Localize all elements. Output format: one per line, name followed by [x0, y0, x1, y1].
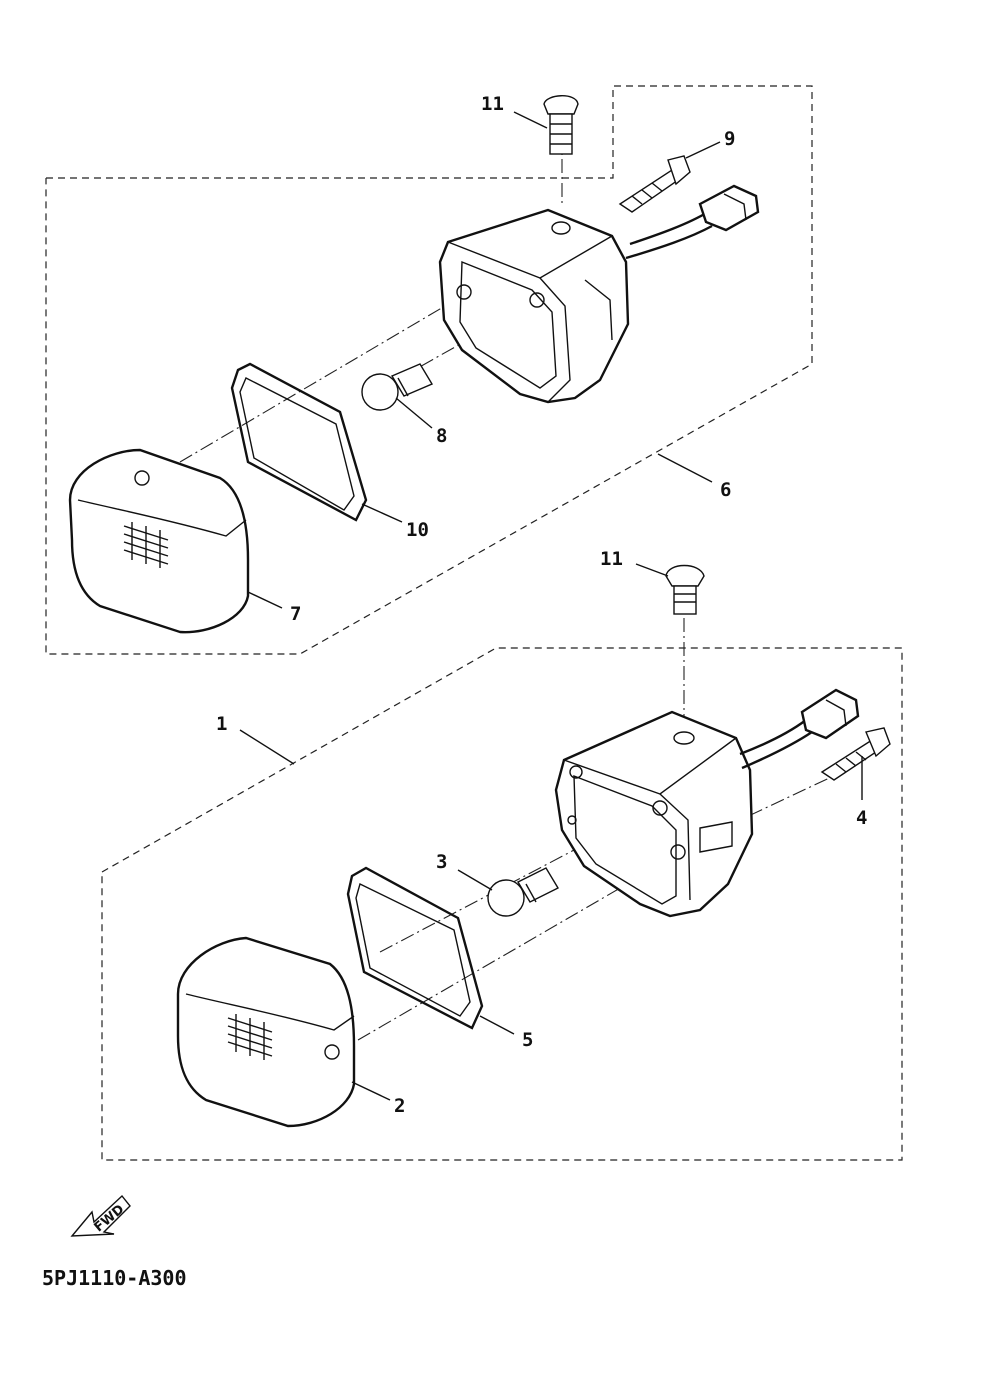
bulb-8 — [361, 363, 434, 411]
callout-10: 10 — [406, 519, 429, 541]
callout-9: 9 — [724, 128, 735, 150]
lower-housing — [554, 710, 754, 918]
gasket-5 — [346, 866, 484, 1030]
callout-7: 7 — [290, 603, 301, 625]
upper-housing — [438, 208, 630, 404]
callout-8: 8 — [436, 425, 447, 447]
upper-wire-connector — [625, 184, 760, 260]
callout-11-top: 11 — [481, 93, 504, 115]
lower-assembly-outline — [101, 647, 903, 1161]
screw-9 — [618, 155, 691, 213]
callout-11-bottom: 11 — [600, 548, 623, 570]
upper-assembly-outline — [45, 85, 813, 655]
callout-2: 2 — [394, 1095, 405, 1117]
screw-11-top — [543, 95, 579, 155]
lower-leaders — [239, 563, 863, 1101]
lower-wire-connector — [739, 688, 860, 770]
lens-7 — [68, 448, 250, 634]
callout-4: 4 — [856, 807, 867, 829]
callout-3: 3 — [436, 851, 447, 873]
upper-leaders — [247, 111, 721, 609]
screw-11-bottom — [665, 564, 705, 615]
callout-1: 1 — [216, 713, 227, 735]
callout-6: 6 — [720, 479, 731, 501]
fwd-arrow-icon: FWD — [70, 1194, 131, 1237]
part-code: 5PJ1110-A300 — [42, 1266, 187, 1290]
callout-labels: 11 9 8 6 10 7 11 1 4 3 5 2 — [216, 93, 867, 1117]
callout-5: 5 — [522, 1029, 533, 1051]
screw-4 — [820, 727, 891, 781]
lens-2 — [176, 936, 356, 1128]
bulb-3 — [487, 867, 559, 917]
gasket-10 — [230, 362, 368, 522]
